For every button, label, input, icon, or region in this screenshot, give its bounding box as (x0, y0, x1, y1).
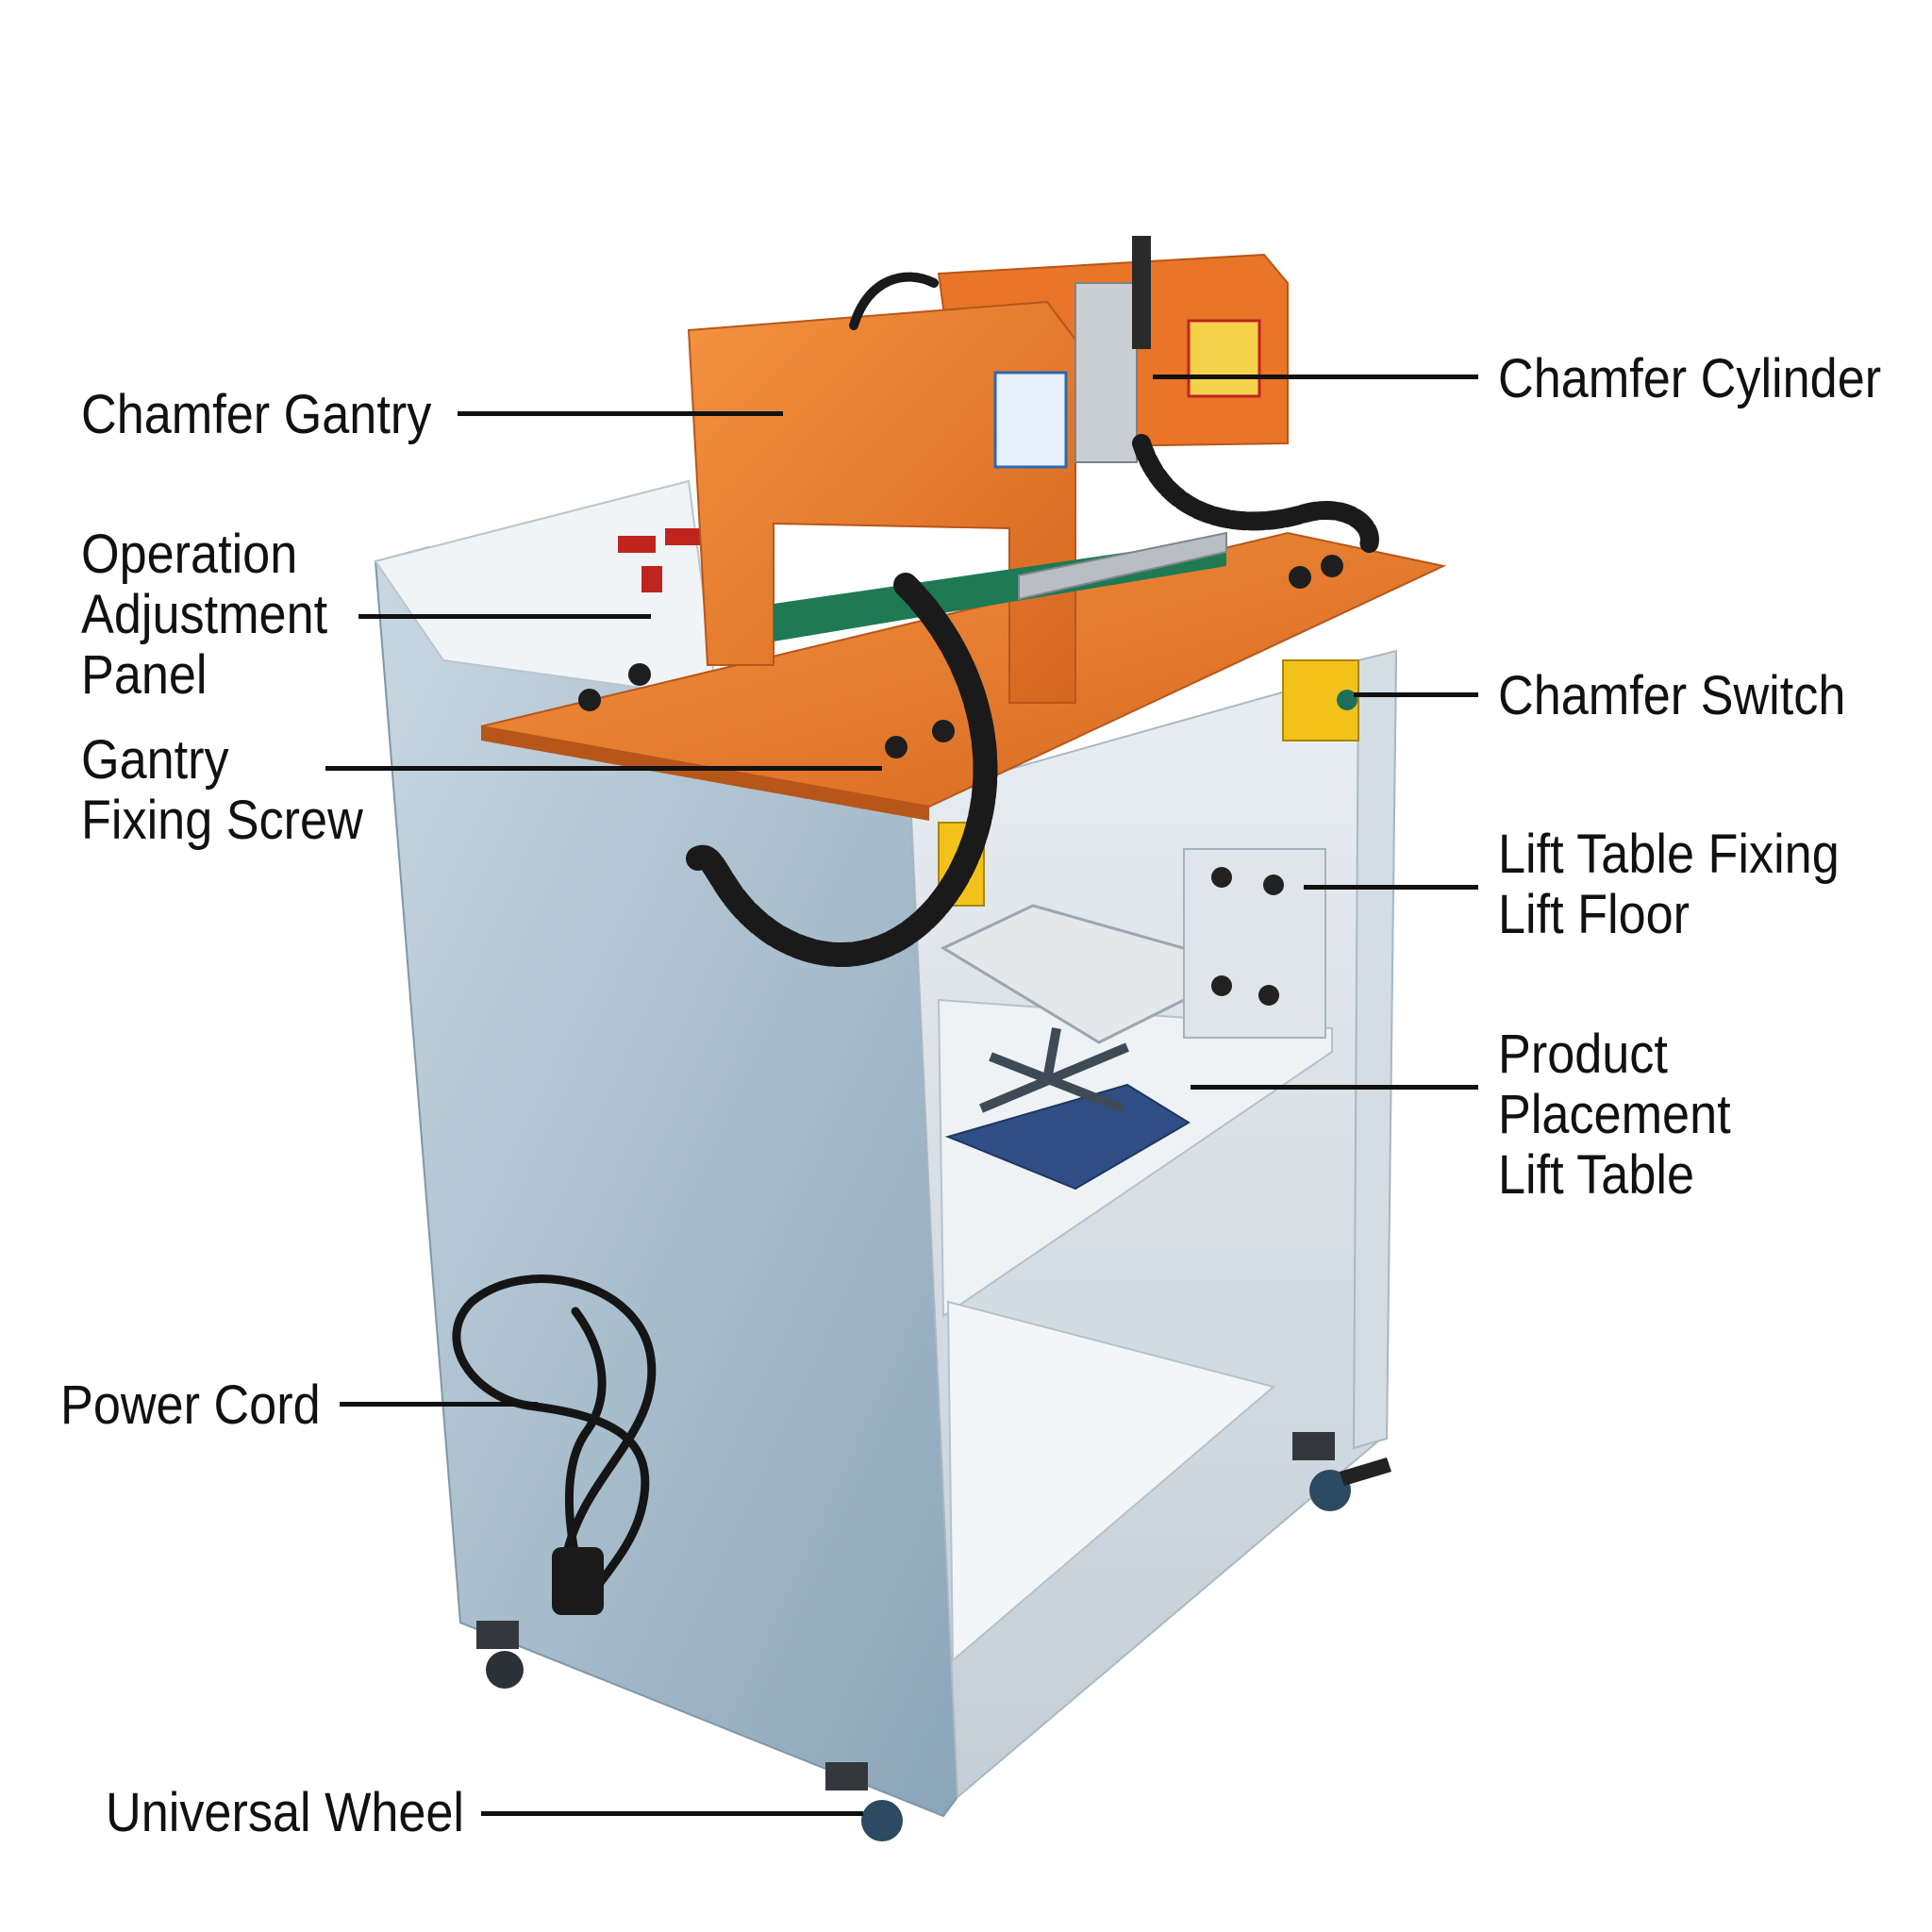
scissor-mechanism (979, 1027, 1129, 1113)
wheels (476, 1432, 1391, 1841)
top-cable (849, 272, 939, 330)
label-power-cord: Power Cord (60, 1374, 321, 1436)
label-lift-table-fixing: Lift Table Fixing Lift Floor (1498, 824, 1840, 945)
label-chamfer-cylinder: Chamfer Cylinder (1498, 348, 1882, 409)
leader-product-placement (1191, 1085, 1478, 1090)
bottom-shelf (946, 1300, 1276, 1663)
fixing-knob (1258, 985, 1279, 1006)
universal-wheel (476, 1621, 524, 1689)
label-line: Placement (1498, 1084, 1731, 1145)
label-operation-adjustment-panel: Operation Adjustment Panel (81, 525, 327, 706)
gantry-fixing-knob (1289, 566, 1311, 589)
label-line: Product (1498, 1024, 1668, 1085)
gantry-fixing-knob (1321, 555, 1343, 577)
label-chamfer-gantry: Chamfer Gantry (81, 384, 432, 445)
label-line: Lift Table (1498, 1144, 1694, 1206)
gantry-fixing-knob (885, 736, 908, 758)
orange-table-edge (481, 726, 929, 821)
chamfer-gantry (687, 236, 1289, 704)
lift-table (940, 848, 1326, 1191)
power-plug (552, 1547, 604, 1615)
gantry-info-sticker (993, 371, 1068, 469)
gantry-fixing-knob (932, 720, 955, 742)
leader-chamfer-switch (1354, 692, 1478, 697)
power-cord-loop (564, 1307, 607, 1561)
chamfer-blade-bar (1018, 531, 1227, 601)
label-gantry-fixing-screw: Gantry Fixing Screw (81, 730, 363, 851)
gantry-fixing-knob (628, 663, 651, 686)
leader-lift-table-fixing (1304, 885, 1478, 890)
lift-table-fixing-plate (1183, 848, 1326, 1039)
leader-chamfer-gantry (458, 411, 783, 416)
leader-gantry-fixing-screw (325, 766, 882, 771)
chamfer-cylinder-body (1074, 282, 1138, 463)
fixing-knob (1211, 975, 1232, 996)
leader-chamfer-cylinder (1153, 375, 1478, 379)
fixing-knob (1263, 874, 1284, 895)
cylinder-cable (1132, 434, 1379, 557)
label-line: Lift Floor (1498, 884, 1690, 945)
spiral-cable-guard (686, 573, 998, 968)
label-line: Fixing Screw (81, 790, 363, 851)
gantry-fixing-knob (578, 689, 601, 711)
chamfer-cylinder-rod (1132, 236, 1151, 349)
cables (452, 272, 1379, 1615)
power-cord-coil (452, 1274, 657, 1608)
label-line: Operation (81, 524, 298, 585)
label-line: Gantry (81, 729, 229, 791)
leader-power-cord (340, 1402, 538, 1407)
label-line: Adjustment (81, 584, 328, 645)
label-universal-wheel: Universal Wheel (106, 1782, 465, 1843)
leader-operation-panel (358, 614, 651, 619)
leader-universal-wheel (481, 1811, 863, 1816)
label-line: Panel (81, 644, 208, 706)
panel-display (665, 528, 703, 545)
label-chamfer-switch: Chamfer Switch (1498, 665, 1846, 726)
label-line: Lift Table Fixing (1498, 824, 1840, 885)
panel-display (618, 536, 656, 553)
gantry-front-block (687, 300, 1076, 704)
fixing-knob (1211, 867, 1232, 888)
lift-table-base (944, 1083, 1191, 1191)
cabinet-right-post (1352, 649, 1398, 1450)
universal-wheel (825, 1762, 903, 1841)
gantry-warning-sticker (1187, 319, 1261, 398)
universal-wheel (1292, 1432, 1391, 1511)
label-product-placement-lift-table: Product Placement Lift Table (1498, 1024, 1731, 1206)
panel-switch (641, 566, 662, 592)
